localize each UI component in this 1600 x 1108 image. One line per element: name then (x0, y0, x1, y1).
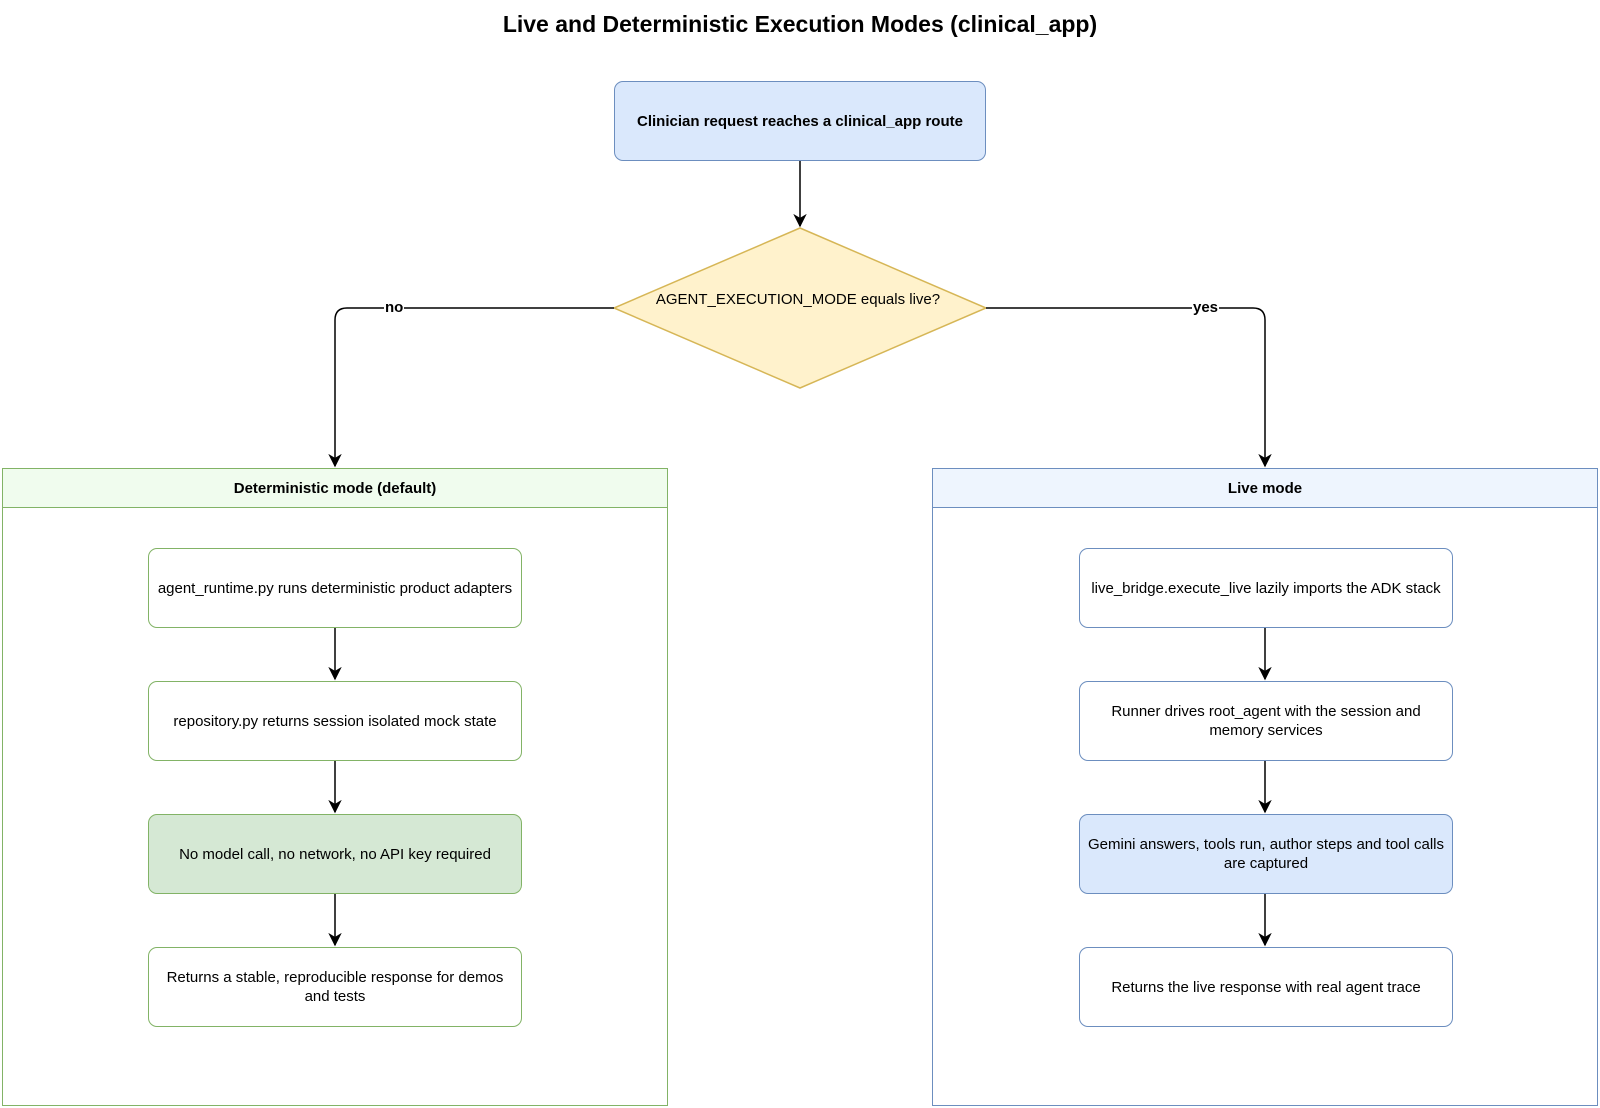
decision-label: AGENT_EXECUTION_MODE equals live? (655, 291, 941, 308)
live-step-1: live_bridge.execute_live lazily imports … (1079, 548, 1453, 628)
decision-diamond (612, 227, 988, 389)
diagram-title: Live and Deterministic Execution Modes (… (502, 11, 1098, 37)
edge-yes (986, 307, 1272, 468)
edge-no (328, 307, 614, 468)
edge-label-no: no (384, 299, 405, 317)
deterministic-step-4: Returns a stable, reproducible response … (148, 947, 522, 1027)
live-step-2: Runner drives root_agent with the sessio… (1079, 681, 1453, 761)
deterministic-step-1: agent_runtime.py runs deterministic prod… (148, 548, 522, 628)
edge-label-yes: yes (1192, 299, 1220, 317)
deterministic-step-3: No model call, no network, no API key re… (148, 814, 522, 894)
deterministic-step-2: repository.py returns session isolated m… (148, 681, 522, 761)
live-step-3: Gemini answers, tools run, author steps … (1079, 814, 1453, 894)
live-step-4: Returns the live response with real agen… (1079, 947, 1453, 1027)
deterministic-mode-header: Deterministic mode (default) (3, 469, 667, 508)
live-mode-header: Live mode (933, 469, 1597, 508)
start-node: Clinician request reaches a clinical_app… (614, 81, 986, 161)
